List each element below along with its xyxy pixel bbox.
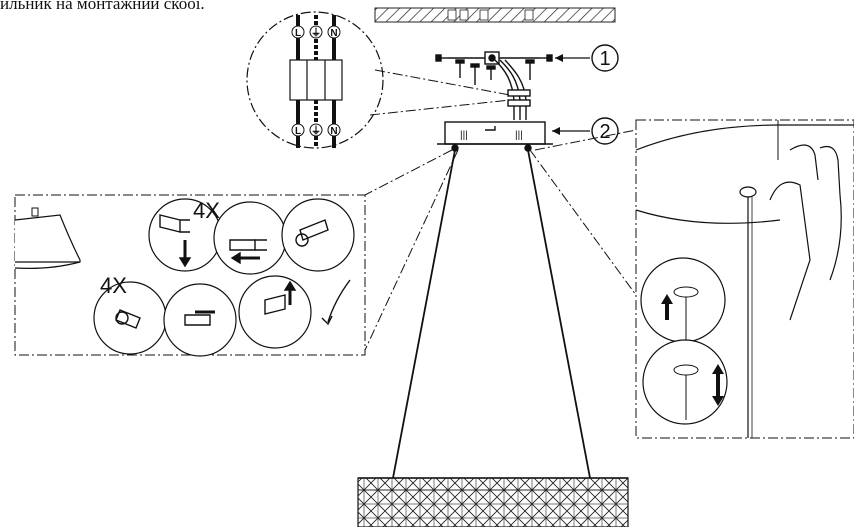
svg-text:|||: ||| [460,130,468,141]
terminal-labels-bottom: L ⏚ N [291,123,341,137]
callout-2-label: 2 [599,121,610,143]
terminal-earth-bottom: ⏚ [311,125,321,137]
instruction-caption: ильник на монтажний скооі. [0,0,205,13]
repeat-label-bottom: 4X [100,273,127,298]
height-adjustment-panel [635,119,854,439]
callout-1-label: 1 [599,48,610,70]
terminal-earth-top: ⏚ [311,27,321,39]
ceiling [374,7,616,23]
repeat-label-top: 4X [193,198,220,223]
terminal-labels-top: L ⏚ N [291,25,341,39]
terminal-n-top: N [330,28,337,39]
terminal-n-bottom: N [330,126,337,137]
callout-2: 2 [552,117,619,145]
suspension-cables [392,149,591,479]
wiring-detail: L ⏚ N L ⏚ N [246,11,511,149]
canopy: ||| ||| [437,121,553,152]
crystal-ring [357,477,629,527]
terminal-l-top: L [295,28,301,39]
callout-1: 1 [555,44,619,72]
svg-text:|||: ||| [515,130,523,141]
mounting-bracket [435,51,553,120]
terminal-l-bottom: L [295,126,301,137]
canopy-attachment-panel: 4X 4X [14,194,366,357]
detail-leaders [364,129,637,351]
